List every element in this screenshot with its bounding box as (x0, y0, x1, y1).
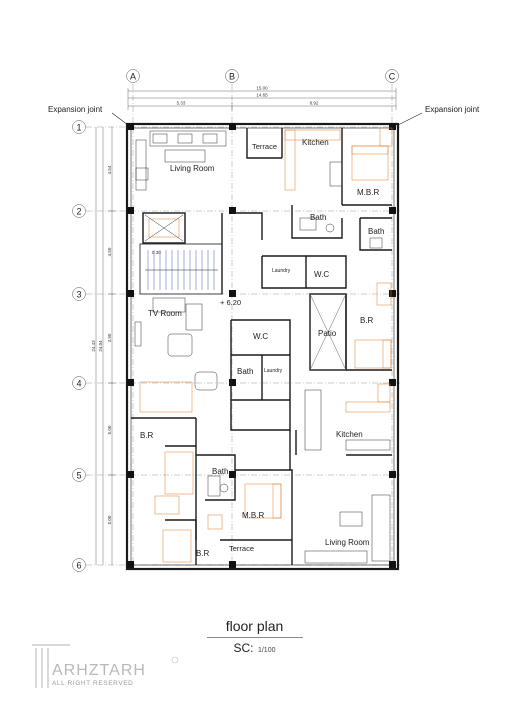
dimension-lines-top (127, 88, 397, 110)
grid-columns (126, 69, 399, 570)
grid-label-4: 4 (76, 379, 81, 389)
room-living-top: Living Room (170, 164, 215, 173)
room-kitchen-top: Kitchen (302, 138, 329, 147)
expansion-joint-left: Expansion joint (48, 105, 103, 114)
level-mark: + 6.20 (220, 298, 241, 307)
dim-overall: 15.00 (256, 86, 268, 91)
grid-bubble-4 (72, 376, 86, 390)
dim-row-3-4: 3.90 (107, 333, 112, 342)
grid-label-2: 2 (76, 207, 81, 217)
grid-bubble-2 (72, 204, 86, 218)
room-terrace-top: Terrace (252, 142, 277, 151)
grid-rows (72, 120, 400, 572)
room-br-right: B.R (360, 316, 374, 325)
room-bath-top-center: Bath (310, 213, 326, 222)
logo-emblem (32, 644, 179, 688)
room-br-bottom: B.R (196, 549, 210, 558)
dim-row-2-3: 4.50 (107, 247, 112, 256)
lift-shaft (144, 214, 184, 242)
interior-walls (131, 128, 392, 565)
dim-span-bc: 8.92 (310, 101, 319, 106)
title-underline (206, 637, 303, 638)
logo-name: ARHZTARH (52, 662, 146, 679)
grid-bubble-c (385, 69, 399, 83)
expansion-leader-left (111, 112, 129, 126)
grid-label-b: B (229, 72, 235, 82)
room-patio: Patio (318, 329, 337, 338)
dim-row-5-6: 5.00 (107, 515, 112, 524)
room-mbr-bottom: M.B.R (242, 511, 264, 520)
room-br-left: B.R (140, 431, 154, 440)
dim-span-ab: 5.33 (177, 101, 186, 106)
dim-row-1-2: 4.54 (107, 165, 112, 174)
grid-bubble-3 (72, 287, 86, 301)
grid-label-3: 3 (76, 290, 81, 300)
dim-row-4-5: 5.00 (107, 425, 112, 434)
scale-value: 1/100 (257, 647, 276, 654)
room-bath-bottom: Bath (212, 467, 228, 476)
room-living-bottom: Living Room (325, 538, 370, 547)
grid-label-c: C (389, 72, 396, 82)
patio-void (309, 293, 347, 371)
stair-treads (145, 250, 218, 290)
stair-dim: 0.30 (152, 250, 161, 255)
room-laundry-mid: Laundry (264, 368, 283, 374)
furniture (134, 127, 393, 564)
dimension-lines-left (95, 127, 116, 565)
grid-bubble-5 (72, 468, 86, 482)
grid-label-1: 1 (76, 123, 81, 133)
room-laundry-top: Laundry (272, 268, 291, 274)
plan-title: floor plan (225, 618, 284, 634)
logo: ARHZTARH ALL RIGHT RESERVED (30, 640, 190, 692)
scale-label: SC: (233, 641, 254, 655)
exterior-walls (125, 122, 400, 571)
logo-tagline: ALL RIGHT RESERVED (52, 680, 134, 687)
grid-label-6: 6 (76, 561, 81, 571)
room-wc-top: W.C (314, 270, 329, 279)
room-labels: Living Room Terrace Kitchen M.B.R Bath B… (140, 138, 384, 558)
room-kitchen-bottom: Kitchen (336, 430, 363, 439)
room-tv: TV Room (148, 309, 182, 318)
grid-label-5: 5 (76, 471, 81, 481)
room-mbr-top: M.B.R (357, 188, 379, 197)
room-terrace-bottom: Terrace (229, 544, 254, 553)
room-bath-mid: Bath (237, 367, 253, 376)
grid-bubble-6 (72, 558, 86, 572)
expansion-joint-right: Expansion joint (425, 105, 480, 114)
room-wc-mid: W.C (253, 332, 268, 341)
room-bath-top-right: Bath (368, 227, 384, 236)
grid-label-a: A (130, 72, 136, 82)
structural-columns (127, 123, 396, 568)
title-block: floor plan SC: 1/100 (0, 618, 509, 657)
dim-total-1: 24.43 (91, 340, 96, 352)
dim-total-2: 24.04 (98, 340, 103, 352)
grid-bubble-b (225, 69, 239, 83)
grid-bubble-a (126, 69, 140, 83)
dim-subtotal: 14.65 (256, 93, 268, 98)
expansion-leader-right (397, 112, 423, 126)
grid-bubble-1 (72, 120, 86, 134)
